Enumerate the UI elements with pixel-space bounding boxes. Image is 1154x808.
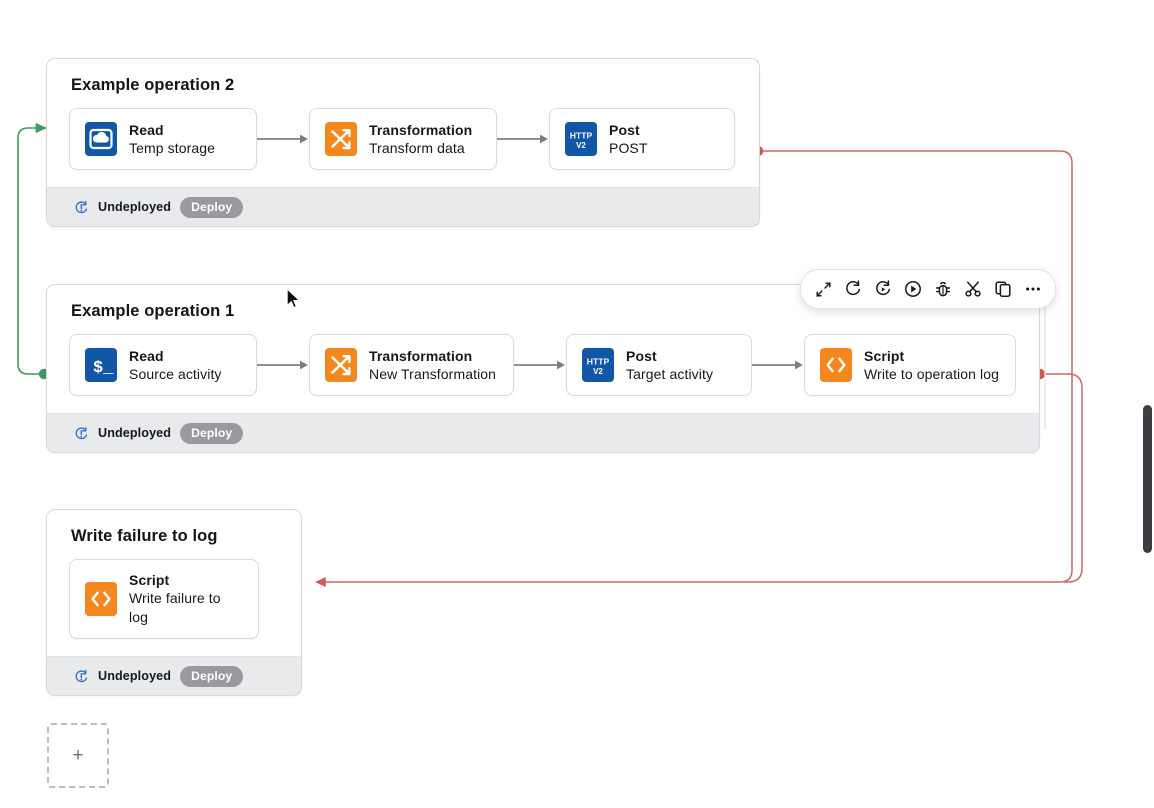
- step-connector-arrow: [752, 360, 804, 370]
- deploy-button[interactable]: Deploy: [180, 422, 244, 444]
- debug-icon[interactable]: [928, 275, 958, 303]
- more-icon[interactable]: [1018, 275, 1048, 303]
- operation-steps: Read Temp storage T: [47, 95, 759, 187]
- operation-footer: Undeployed Deploy: [47, 413, 1039, 452]
- http-icon-label-line1: HTTP: [587, 357, 610, 367]
- step-node[interactable]: Script Write failure to log: [69, 559, 259, 639]
- step-name: POST: [609, 139, 648, 156]
- add-operation-placeholder[interactable]: +: [47, 723, 109, 788]
- step-node[interactable]: Transformation New Transformation: [309, 334, 514, 396]
- plus-icon: +: [72, 745, 84, 766]
- step-kind: Transformation: [369, 121, 473, 138]
- collapse-icon[interactable]: [808, 275, 838, 303]
- operation-title: Write failure to log: [71, 527, 218, 545]
- operation-panel-write-failure-to-log[interactable]: Write failure to log Script Write failur…: [46, 509, 302, 696]
- step-name: Target activity: [626, 365, 714, 382]
- step-name: Write failure to log: [129, 590, 221, 625]
- undeployed-status-icon: [75, 426, 88, 439]
- deploy-button[interactable]: Deploy: [180, 196, 244, 218]
- http-icon-label-line2: V2: [576, 141, 586, 150]
- step-name: Write to operation log: [864, 365, 1000, 382]
- step-name: Source activity: [129, 365, 222, 382]
- operation-panel-example-operation-1[interactable]: Example operation 1 $_ Read Source activ…: [46, 284, 1040, 453]
- copy-icon[interactable]: [988, 275, 1018, 303]
- http-v2-icon: HTTP V2: [582, 348, 614, 382]
- play-circle-icon[interactable]: [898, 275, 928, 303]
- step-name: Temp storage: [129, 139, 216, 156]
- step-connector-arrow: [497, 134, 549, 144]
- script-icon: [85, 582, 117, 616]
- step-kind: Post: [609, 121, 640, 138]
- step-node[interactable]: HTTP V2 Post POST: [549, 108, 735, 170]
- step-node[interactable]: Read Temp storage: [69, 108, 257, 170]
- cut-icon[interactable]: [958, 275, 988, 303]
- transformation-icon: [325, 348, 357, 382]
- step-name: Transform data: [369, 139, 465, 156]
- http-v2-icon: HTTP V2: [565, 122, 597, 156]
- operation-footer: Undeployed Deploy: [47, 187, 759, 226]
- step-node[interactable]: Transformation Transform data: [309, 108, 497, 170]
- vertical-scrollbar-track[interactable]: [1140, 0, 1154, 808]
- step-node[interactable]: $_ Read Source activity: [69, 334, 257, 396]
- terminal-icon: $_: [85, 348, 117, 382]
- step-kind: Script: [129, 572, 170, 588]
- status-badge: Undeployed: [98, 426, 172, 440]
- step-kind: Read: [129, 121, 164, 138]
- script-icon: [820, 348, 852, 382]
- step-connector-arrow: [514, 360, 566, 370]
- mouse-cursor: [286, 288, 301, 309]
- operation-steps: $_ Read Source activity: [47, 321, 1039, 413]
- refresh-icon[interactable]: [838, 275, 868, 303]
- operation-title: Example operation 2: [71, 76, 235, 94]
- step-name: New Transformation: [369, 365, 497, 382]
- status-badge: Undeployed: [98, 200, 172, 214]
- step-kind: Read: [129, 347, 164, 364]
- step-kind: Transformation: [369, 347, 473, 364]
- deploy-button[interactable]: Deploy: [180, 665, 244, 687]
- transformation-icon: [325, 122, 357, 156]
- http-icon-label-line2: V2: [593, 367, 603, 376]
- operation-title: Example operation 1: [71, 302, 235, 320]
- step-connector-arrow: [257, 134, 309, 144]
- step-kind: Post: [626, 347, 657, 364]
- operation-panel-example-operation-2[interactable]: Example operation 2 Read Temp storage: [46, 58, 760, 227]
- undeployed-status-icon: [75, 669, 88, 682]
- cloud-storage-icon: [85, 122, 117, 156]
- status-badge: Undeployed: [98, 669, 172, 683]
- step-node[interactable]: Script Write to operation log: [804, 334, 1016, 396]
- http-icon-label-line1: HTTP: [570, 131, 593, 141]
- operation-footer: Undeployed Deploy: [47, 656, 301, 695]
- step-connector-arrow: [257, 360, 309, 370]
- step-kind: Script: [864, 347, 905, 364]
- run-history-icon[interactable]: [868, 275, 898, 303]
- operation-steps: Script Write failure to log: [47, 546, 301, 656]
- operation-toolbar[interactable]: [800, 269, 1056, 309]
- step-node[interactable]: HTTP V2 Post Target activity: [566, 334, 752, 396]
- terminal-icon-label: $_: [93, 359, 114, 378]
- vertical-scrollbar-thumb[interactable]: [1143, 405, 1152, 553]
- undeployed-status-icon: [75, 200, 88, 213]
